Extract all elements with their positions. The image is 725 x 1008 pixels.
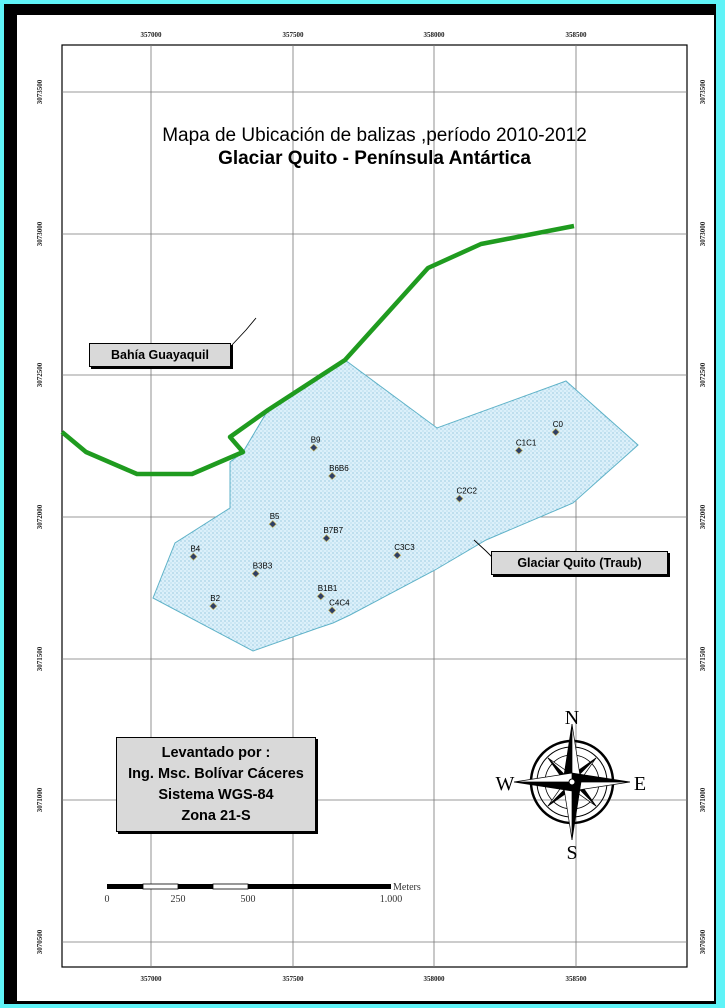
x-tick-top-3: 358000 — [424, 31, 446, 39]
bay-leader-line — [231, 317, 257, 346]
beacon-label-b6: B6B6 — [329, 464, 349, 473]
survey-line-4: Zona 21-S — [181, 808, 251, 824]
y-tick-right-7: 3070500 — [699, 929, 707, 954]
x-tick-bottom-1: 357000 — [141, 975, 163, 983]
y-tick-left-1: 3073500 — [36, 79, 44, 104]
x-tick-top-1: 357000 — [141, 31, 163, 39]
scale-label-1000: 1.000 — [380, 894, 403, 905]
y-tick-right-6: 3071000 — [699, 787, 707, 812]
grid-lines — [62, 45, 687, 967]
beacon-label-b4: B4 — [190, 545, 200, 554]
x-tick-bottom-2: 357500 — [283, 975, 305, 983]
scale-bar — [107, 883, 391, 890]
beacon-marker-c2 — [455, 494, 464, 503]
compass-e: E — [634, 773, 646, 795]
beacon-label-c2: C2C2 — [456, 487, 477, 496]
y-tick-left-5: 3071500 — [36, 646, 44, 671]
beacon-label-b3: B3B3 — [253, 562, 273, 571]
glacier-label-text: Glaciar Quito (Traub) — [517, 556, 642, 570]
scale-label-250: 250 — [171, 894, 186, 905]
compass-s: S — [566, 842, 577, 864]
beacon-marker-b4 — [189, 552, 198, 561]
scale-label-500: 500 — [241, 894, 256, 905]
x-tick-top-4: 358500 — [566, 31, 588, 39]
y-tick-left-7: 3070500 — [36, 929, 44, 954]
beacon-marker-c4 — [328, 606, 337, 615]
coastline — [60, 223, 575, 477]
beacon-marker-b2 — [209, 602, 218, 611]
y-tick-left-3: 3072500 — [36, 362, 44, 387]
y-tick-right-3: 3072500 — [699, 362, 707, 387]
beacon-marker-c3 — [393, 551, 402, 560]
beacon-marker-c0 — [551, 428, 560, 437]
beacon-label-b5: B5 — [270, 512, 280, 521]
y-tick-left-6: 3071000 — [36, 787, 44, 812]
survey-line-2: Ing. Msc. Bolívar Cáceres — [128, 766, 304, 782]
survey-line-1: Levantado por : — [161, 745, 271, 761]
beacon-marker-b3 — [251, 569, 260, 578]
beacon-label-c0: C0 — [553, 420, 564, 429]
y-tick-right-5: 3071500 — [699, 646, 707, 671]
x-tick-top-2: 357500 — [283, 31, 305, 39]
y-tick-right-1: 3073500 — [699, 79, 707, 104]
compass-w: W — [496, 773, 515, 795]
survey-line-3: Sistema WGS-84 — [158, 787, 274, 803]
beacon-marker-b9 — [309, 443, 318, 452]
compass-n: N — [565, 707, 579, 729]
scale-label-0: 0 — [105, 894, 110, 905]
y-tick-left-4: 3072000 — [36, 504, 44, 529]
beacon-label-c4: C4C4 — [329, 598, 350, 607]
beacon-label-c3: C3C3 — [394, 543, 415, 552]
beacon-marker-b5 — [268, 520, 277, 529]
beacon-label-b7: B7B7 — [323, 526, 343, 535]
y-tick-right-2: 3073000 — [699, 221, 707, 246]
scale-unit: Meters — [393, 882, 421, 893]
beacon-label-b2: B2 — [210, 594, 220, 603]
survey-info-box: Levantado por : Ing. Msc. Bolívar Cácere… — [116, 737, 316, 832]
map-title: Mapa de Ubicación de balizas ,período 20… — [62, 124, 687, 170]
x-tick-bottom-3: 358000 — [424, 975, 446, 983]
beacon-marker-b6 — [328, 472, 337, 480]
title-line-2: Glaciar Quito - Península Antártica — [218, 148, 531, 169]
beacon-marker-b1 — [316, 592, 325, 601]
beacon-marker-b7 — [322, 534, 331, 543]
bay-label-text: Bahía Guayaquil — [111, 348, 209, 362]
y-tick-right-4: 3072000 — [699, 504, 707, 529]
x-tick-bottom-4: 358500 — [566, 975, 588, 983]
glacier-label: Glaciar Quito (Traub) — [491, 551, 668, 575]
y-tick-left-2: 3073000 — [36, 221, 44, 246]
beacon-label-b9: B9 — [311, 436, 321, 445]
beacon-label-c1: C1C1 — [516, 438, 537, 447]
bay-label: Bahía Guayaquil — [89, 343, 231, 367]
beacon-label-b1: B1B1 — [318, 584, 338, 593]
compass-rose-icon — [513, 723, 631, 841]
title-line-1: Mapa de Ubicación de balizas ,período 20… — [162, 125, 587, 146]
beacon-marker-c1 — [514, 446, 523, 455]
